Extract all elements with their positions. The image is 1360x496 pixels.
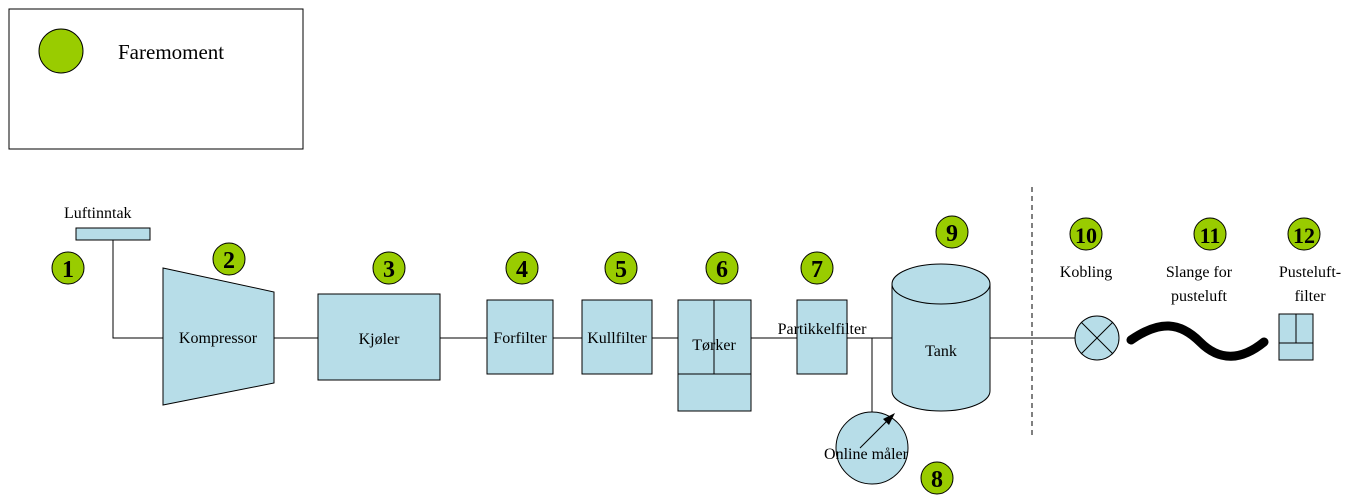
prefilter-label: Forfilter [493, 330, 547, 347]
coupling-cross-b [1080, 321, 1114, 355]
air-intake-label: Luftinntak [64, 205, 132, 222]
air-intake [75, 227, 151, 241]
hazard-3: 3 [372, 251, 406, 285]
hazard-4: 4 [505, 251, 539, 285]
hazard-3-dot [372, 251, 406, 285]
particle-filter-label: Partikkelfilter [778, 321, 868, 338]
hazard-10-number: 10 [1075, 223, 1097, 248]
hazard-4-number: 4 [516, 257, 528, 283]
particle-filter [796, 299, 848, 375]
hazard-2: 2 [212, 242, 246, 276]
hazard-10-dot [1069, 217, 1103, 251]
coupling-label: Kobling [1060, 264, 1112, 281]
hazard-9: 9 [935, 215, 969, 249]
online-meter-label: Online måler [824, 446, 909, 463]
hazard-9-dot [935, 215, 969, 249]
tank-top [891, 263, 991, 305]
compressor [162, 267, 275, 406]
hazard-1: 1 [51, 251, 85, 285]
hazard-12-number: 12 [1293, 223, 1315, 248]
compressor-label: Kompressor [179, 330, 258, 347]
hazard-8: 8 [920, 461, 954, 495]
prefilter [486, 299, 554, 375]
hazard-3-number: 3 [383, 257, 395, 283]
hazard-5-dot [604, 251, 638, 285]
hazard-11-number: 11 [1200, 223, 1221, 248]
hazard-12-dot [1287, 217, 1321, 251]
hose-label-line1: Slange for [1166, 264, 1233, 281]
breathing-air-hose [1126, 321, 1269, 361]
hazard-12: 12 [1287, 217, 1321, 251]
hose-label-line2: pusteluft [1171, 288, 1228, 305]
hazard-6-dot [705, 251, 739, 285]
hazard-6-number: 6 [716, 257, 728, 283]
breathing-filter-label-line2: filter [1294, 288, 1326, 305]
hazard-2-dot [212, 242, 246, 276]
carbon-filter-label: Kullfilter [587, 330, 647, 347]
cooler [317, 293, 441, 381]
hazard-8-number: 8 [931, 467, 943, 493]
dryer-label: Tørker [692, 337, 736, 354]
hazard-2-number: 2 [223, 248, 235, 274]
hazard-9-number: 9 [946, 221, 958, 247]
online-meter [835, 411, 909, 485]
hazard-4-dot [505, 251, 539, 285]
hazard-8-dot [920, 461, 954, 495]
hazard-1-dot [51, 251, 85, 285]
hazard-5: 5 [604, 251, 638, 285]
hazard-1-number: 1 [62, 257, 74, 283]
hazard-11: 11 [1193, 217, 1227, 251]
legend-label: Faremoment [118, 40, 224, 64]
cooler-label: Kjøler [359, 331, 401, 348]
hazard-10: 10 [1069, 217, 1103, 251]
hazard-11-dot [1193, 217, 1227, 251]
hazard-5-number: 5 [615, 257, 627, 283]
online-meter-needle-tip [883, 413, 895, 425]
tank-label: Tank [925, 343, 957, 360]
legend-hazard-dot [38, 28, 84, 74]
hazard-7-dot [800, 251, 834, 285]
hazard-7: 7 [800, 251, 834, 285]
breathing-filter-label-line1: Pusteluft- [1279, 264, 1341, 281]
carbon-filter [581, 299, 653, 375]
hazard-7-number: 7 [811, 257, 823, 283]
hazard-6: 6 [705, 251, 739, 285]
tank-body [891, 284, 991, 412]
intake-line [112, 240, 163, 339]
